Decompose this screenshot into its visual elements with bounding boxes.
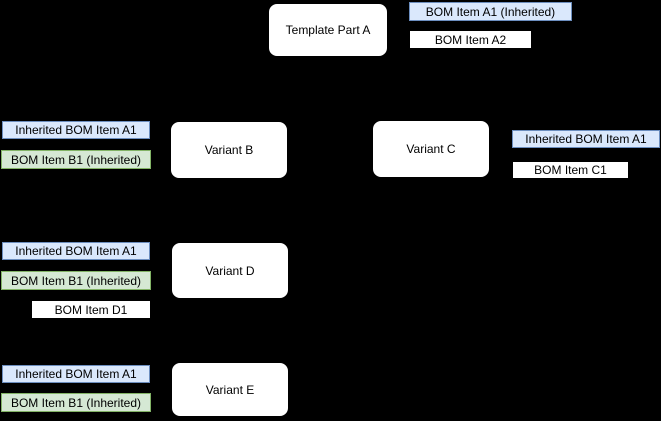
node-variant-b: Variant B (170, 121, 288, 179)
bom-label-c1: BOM Item C1 (512, 161, 629, 179)
node-variant-c: Variant C (372, 120, 490, 178)
bom-label-d-b1-inherited: BOM Item B1 (Inherited) (1, 271, 151, 290)
bom-label-d-inherited-a1: Inherited BOM Item A1 (2, 242, 150, 260)
node-variant-e: Variant E (171, 362, 289, 417)
bom-label-b1-inherited: BOM Item B1 (Inherited) (1, 150, 151, 169)
bom-label-a2: BOM Item A2 (409, 30, 532, 49)
bom-label-e-b1-inherited: BOM Item B1 (Inherited) (1, 393, 151, 412)
bom-label-c-inherited-a1: Inherited BOM Item A1 (512, 130, 660, 148)
bom-label-e-inherited-a1: Inherited BOM Item A1 (2, 365, 150, 383)
node-variant-d: Variant D (171, 242, 289, 299)
bom-label-d1: BOM Item D1 (31, 300, 151, 319)
bom-label-a1-inherited: BOM Item A1 (Inherited) (409, 2, 572, 21)
bom-label-b-inherited-a1: Inherited BOM Item A1 (2, 121, 150, 139)
node-template-part-a: Template Part A (268, 3, 388, 57)
